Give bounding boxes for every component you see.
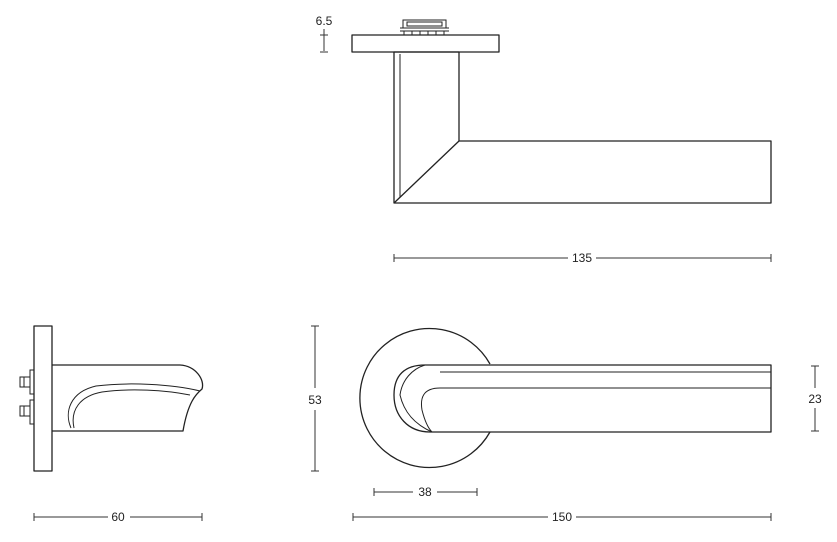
top-lever-bevel <box>393 140 460 204</box>
dim-lever-length: 135 <box>393 251 772 265</box>
dim-side-depth: 60 <box>33 510 203 524</box>
dim-rose-diameter-label: 53 <box>308 393 322 407</box>
top-spindle <box>400 19 449 35</box>
side-screws <box>19 369 35 425</box>
side-lever-groove-inner <box>72 389 191 429</box>
front-lever-inner <box>421 387 771 433</box>
top-rose-plate <box>351 34 500 53</box>
side-rose-plate <box>33 325 53 472</box>
dim-lever-height: 23 <box>808 365 822 432</box>
dim-rose-diameter: 53 <box>308 325 322 472</box>
dim-side-depth-label: 60 <box>111 510 125 524</box>
top-lever-body <box>393 51 772 204</box>
side-lever-groove <box>67 383 201 429</box>
dim-rose-inner-label: 38 <box>418 485 432 499</box>
front-lever-curve <box>399 364 433 433</box>
front-view: 53 38 150 23 <box>308 325 822 524</box>
top-view: 6.5 135 <box>316 14 772 265</box>
front-lever-body <box>393 364 772 433</box>
dim-lever-length-label: 135 <box>572 251 592 265</box>
dim-lever-height-label: 23 <box>808 392 822 406</box>
front-rose-circle <box>359 327 491 469</box>
dim-rose-thickness-label: 6.5 <box>316 14 333 28</box>
dim-overall-length: 150 <box>352 510 772 524</box>
dim-rose-inner: 38 <box>373 485 478 499</box>
dim-overall-length-label: 150 <box>552 510 572 524</box>
side-view: 60 <box>19 325 204 524</box>
dim-rose-thickness: 6.5 <box>316 14 333 53</box>
side-lever-body <box>52 364 204 432</box>
